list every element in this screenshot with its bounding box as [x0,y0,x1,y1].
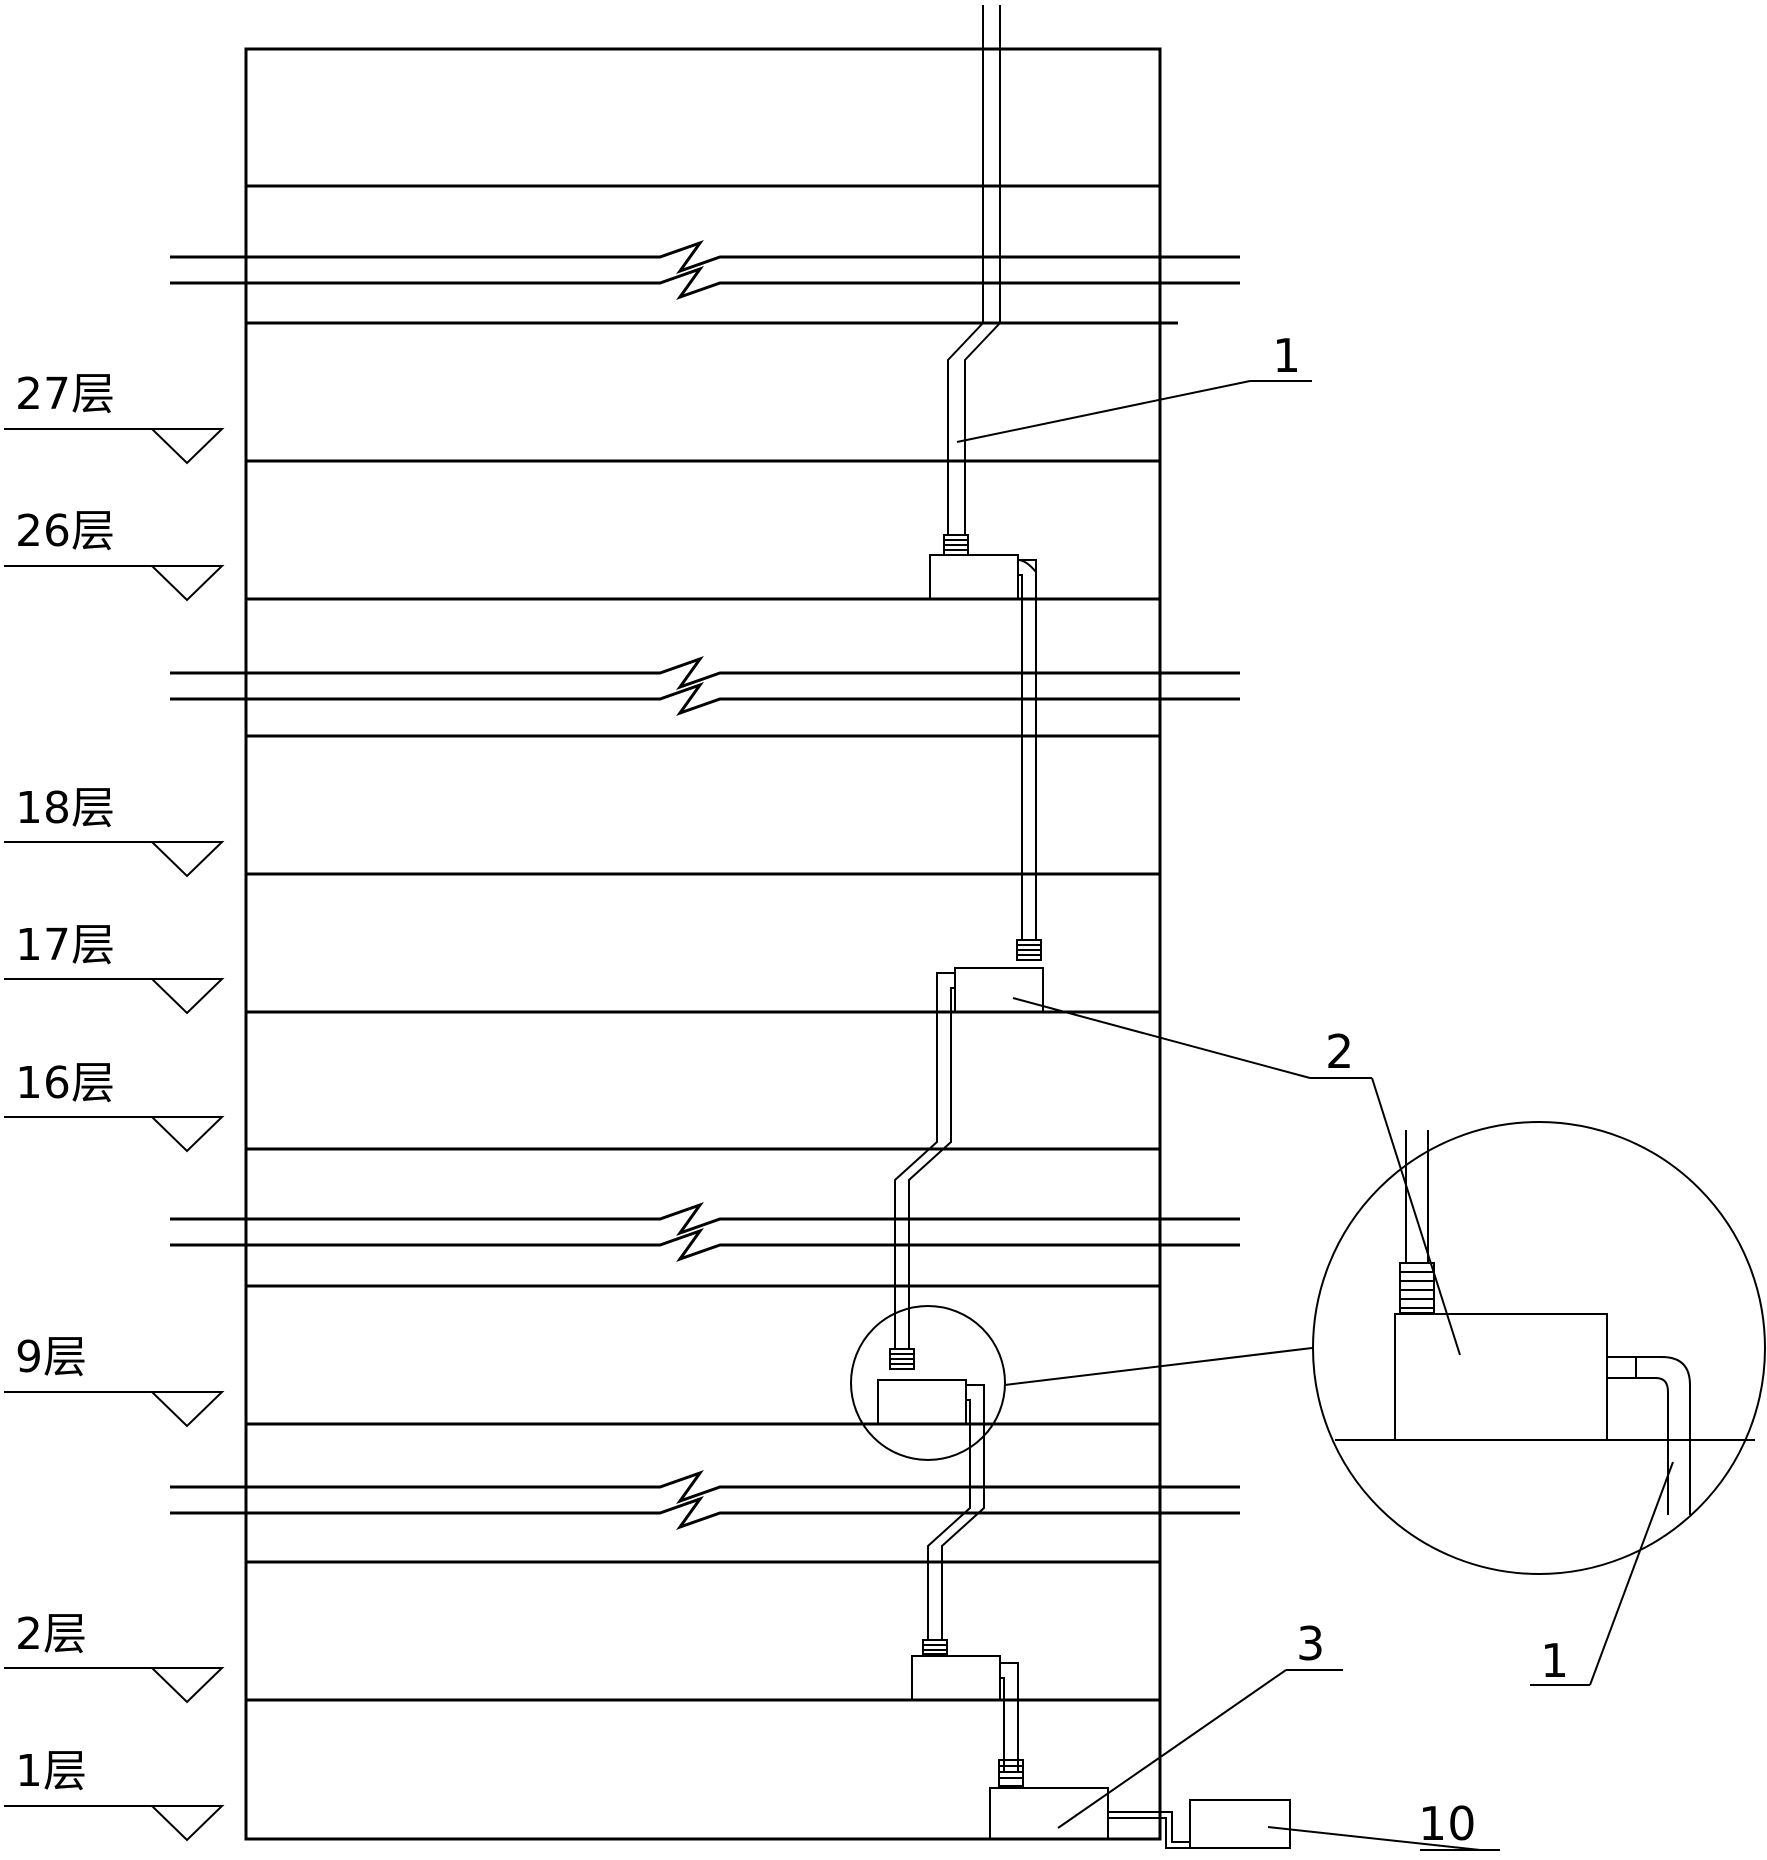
detail-small-circle [850,1305,1006,1461]
floor-lines [246,184,1178,1702]
floor-marker-17: 17层 [4,920,225,1015]
floor-label-2: 2层 [15,1609,87,1660]
bellows-2 [922,1639,948,1655]
floor-marker-27: 27层 [4,369,225,465]
floor-marker-1: 1层 [4,1746,225,1842]
bellows-26 [943,534,969,556]
callout-1-top: 1 [956,329,1312,443]
callout-label-3: 3 [1296,1617,1325,1671]
callout-label-1-detail: 1 [1540,1634,1569,1688]
detail-leader-line [1004,1347,1313,1386]
bellows-1 [998,1759,1024,1787]
floor-marker-26: 26层 [4,506,225,602]
floor-marker-18: 18层 [4,783,225,878]
break-line-2 [170,656,1240,716]
bellows-9 [889,1348,915,1370]
callout-10: 10 [1267,1797,1500,1851]
unit-26 [929,554,1019,600]
floor-label-18: 18层 [15,783,115,834]
floor-label-16: 16层 [15,1058,115,1109]
break-line-3 [170,1202,1240,1262]
exhaust-pipe-system [877,5,1291,1849]
building-outline [244,47,1162,1841]
callout-label-10: 10 [1418,1797,1477,1851]
break-line-1 [170,240,1240,300]
callout-2: 2 [1012,997,1461,1356]
floor-label-1: 1层 [15,1746,87,1797]
callout-3: 3 [1057,1617,1343,1829]
break-line-4 [170,1470,1240,1530]
unit-1-bottom [989,1787,1109,1840]
callout-label-2: 2 [1325,1025,1354,1079]
callout-label-1-top: 1 [1272,329,1301,383]
floor-label-9: 9层 [15,1332,87,1383]
floor-marker-9: 9层 [4,1332,225,1428]
unit-9 [877,1379,967,1425]
outdoor-unit [1189,1799,1291,1849]
floor-label-27: 27层 [15,369,115,420]
callout-1-detail: 1 [1530,1461,1674,1688]
bellows-17 [1016,939,1042,961]
floor-label-26: 26层 [15,506,115,557]
floor-label-17: 17层 [15,920,115,971]
floor-marker-2: 2层 [4,1609,225,1704]
unit-2 [911,1655,1001,1701]
detail-magnified-circle [1312,1121,1766,1575]
unit-17 [954,967,1044,1013]
floor-marker-16: 16层 [4,1058,225,1153]
